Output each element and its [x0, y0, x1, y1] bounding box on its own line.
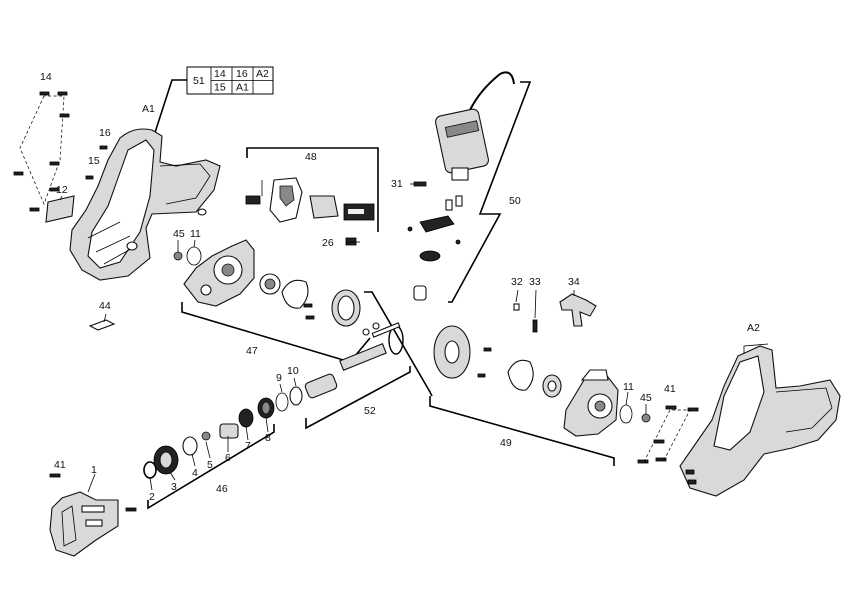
callout-2: 2: [149, 491, 155, 503]
callout-50: 50: [509, 195, 521, 207]
pin-32: [513, 303, 520, 311]
lever-34: [559, 293, 597, 327]
spindle-assembly-52: [304, 322, 404, 399]
screw-set-14: [13, 91, 70, 212]
callout-9: 9: [276, 372, 282, 384]
switch-assembly-48: [245, 177, 375, 223]
ring-9: [275, 392, 289, 412]
callout-4: 4: [192, 467, 198, 479]
gearbox-housing-47: [183, 239, 361, 327]
callout-16: 16: [99, 127, 111, 139]
callout-11-left: 11: [190, 228, 201, 240]
callout-8: 8: [265, 432, 271, 444]
label-44: [88, 319, 116, 331]
callout-48: 48: [305, 151, 317, 163]
callout-33: 33: [529, 276, 541, 288]
callout-3: 3: [171, 481, 177, 493]
housing-cover-1: [49, 473, 137, 557]
callout-7: 7: [245, 440, 251, 452]
callout-44: 44: [99, 300, 111, 312]
callout-10: 10: [287, 365, 299, 377]
housing-half-a1: [69, 128, 221, 281]
callout-labels: 1 2 3 4 5 6 7 8 9 10 11 11 12 14 15 16 2…: [40, 71, 760, 503]
kit-cell-r2c1: 15: [214, 82, 226, 94]
kit-cell-r1c1: 14: [214, 68, 226, 80]
callout-a2: A2: [747, 322, 760, 334]
callout-15: 15: [88, 155, 100, 167]
screws-41-right: [637, 405, 699, 464]
callout-12: 12: [56, 184, 68, 196]
callout-41-right: 41: [664, 383, 676, 395]
callout-14: 14: [40, 71, 52, 83]
callout-34: 34: [568, 276, 580, 288]
screw-41-left: [49, 473, 61, 478]
label-plate-12: [45, 195, 75, 223]
callout-41-left: 41: [54, 459, 66, 471]
callout-6: 6: [225, 452, 231, 464]
screw-31: [413, 181, 427, 187]
kit-table-51: 51 14 16 A2 15 A1: [149, 66, 274, 149]
screw-15: [85, 175, 94, 180]
callout-45-left: 45: [173, 228, 185, 240]
kit-number: 51: [193, 75, 205, 87]
kit-cell-r1c3: A2: [256, 68, 269, 80]
callout-47: 47: [246, 345, 258, 357]
callout-32: 32: [511, 276, 523, 288]
spring-33: [532, 319, 538, 333]
callout-11-right: 11: [623, 381, 634, 393]
callout-46: 46: [216, 483, 228, 495]
callout-5: 5: [207, 459, 213, 471]
callout-45-right: 45: [640, 392, 652, 404]
kit-cell-r1c2: 16: [236, 68, 248, 80]
drive-gear-assembly-46: [143, 397, 275, 479]
callout-31: 31: [391, 178, 403, 190]
housing-half-a2: [679, 343, 841, 497]
spring-26: [345, 237, 357, 246]
motor-assembly: [407, 71, 515, 301]
kit-cell-r2c2: A1: [236, 82, 249, 94]
callout-1: 1: [91, 464, 97, 476]
callout-49: 49: [500, 437, 512, 449]
callout-26: 26: [322, 237, 334, 249]
screw-16: [99, 145, 108, 150]
leader-lines: [59, 183, 647, 493]
gear-housing-49: [433, 325, 651, 437]
callout-a1: A1: [142, 103, 155, 115]
bearing-10: [289, 386, 303, 406]
callout-52: 52: [364, 405, 376, 417]
